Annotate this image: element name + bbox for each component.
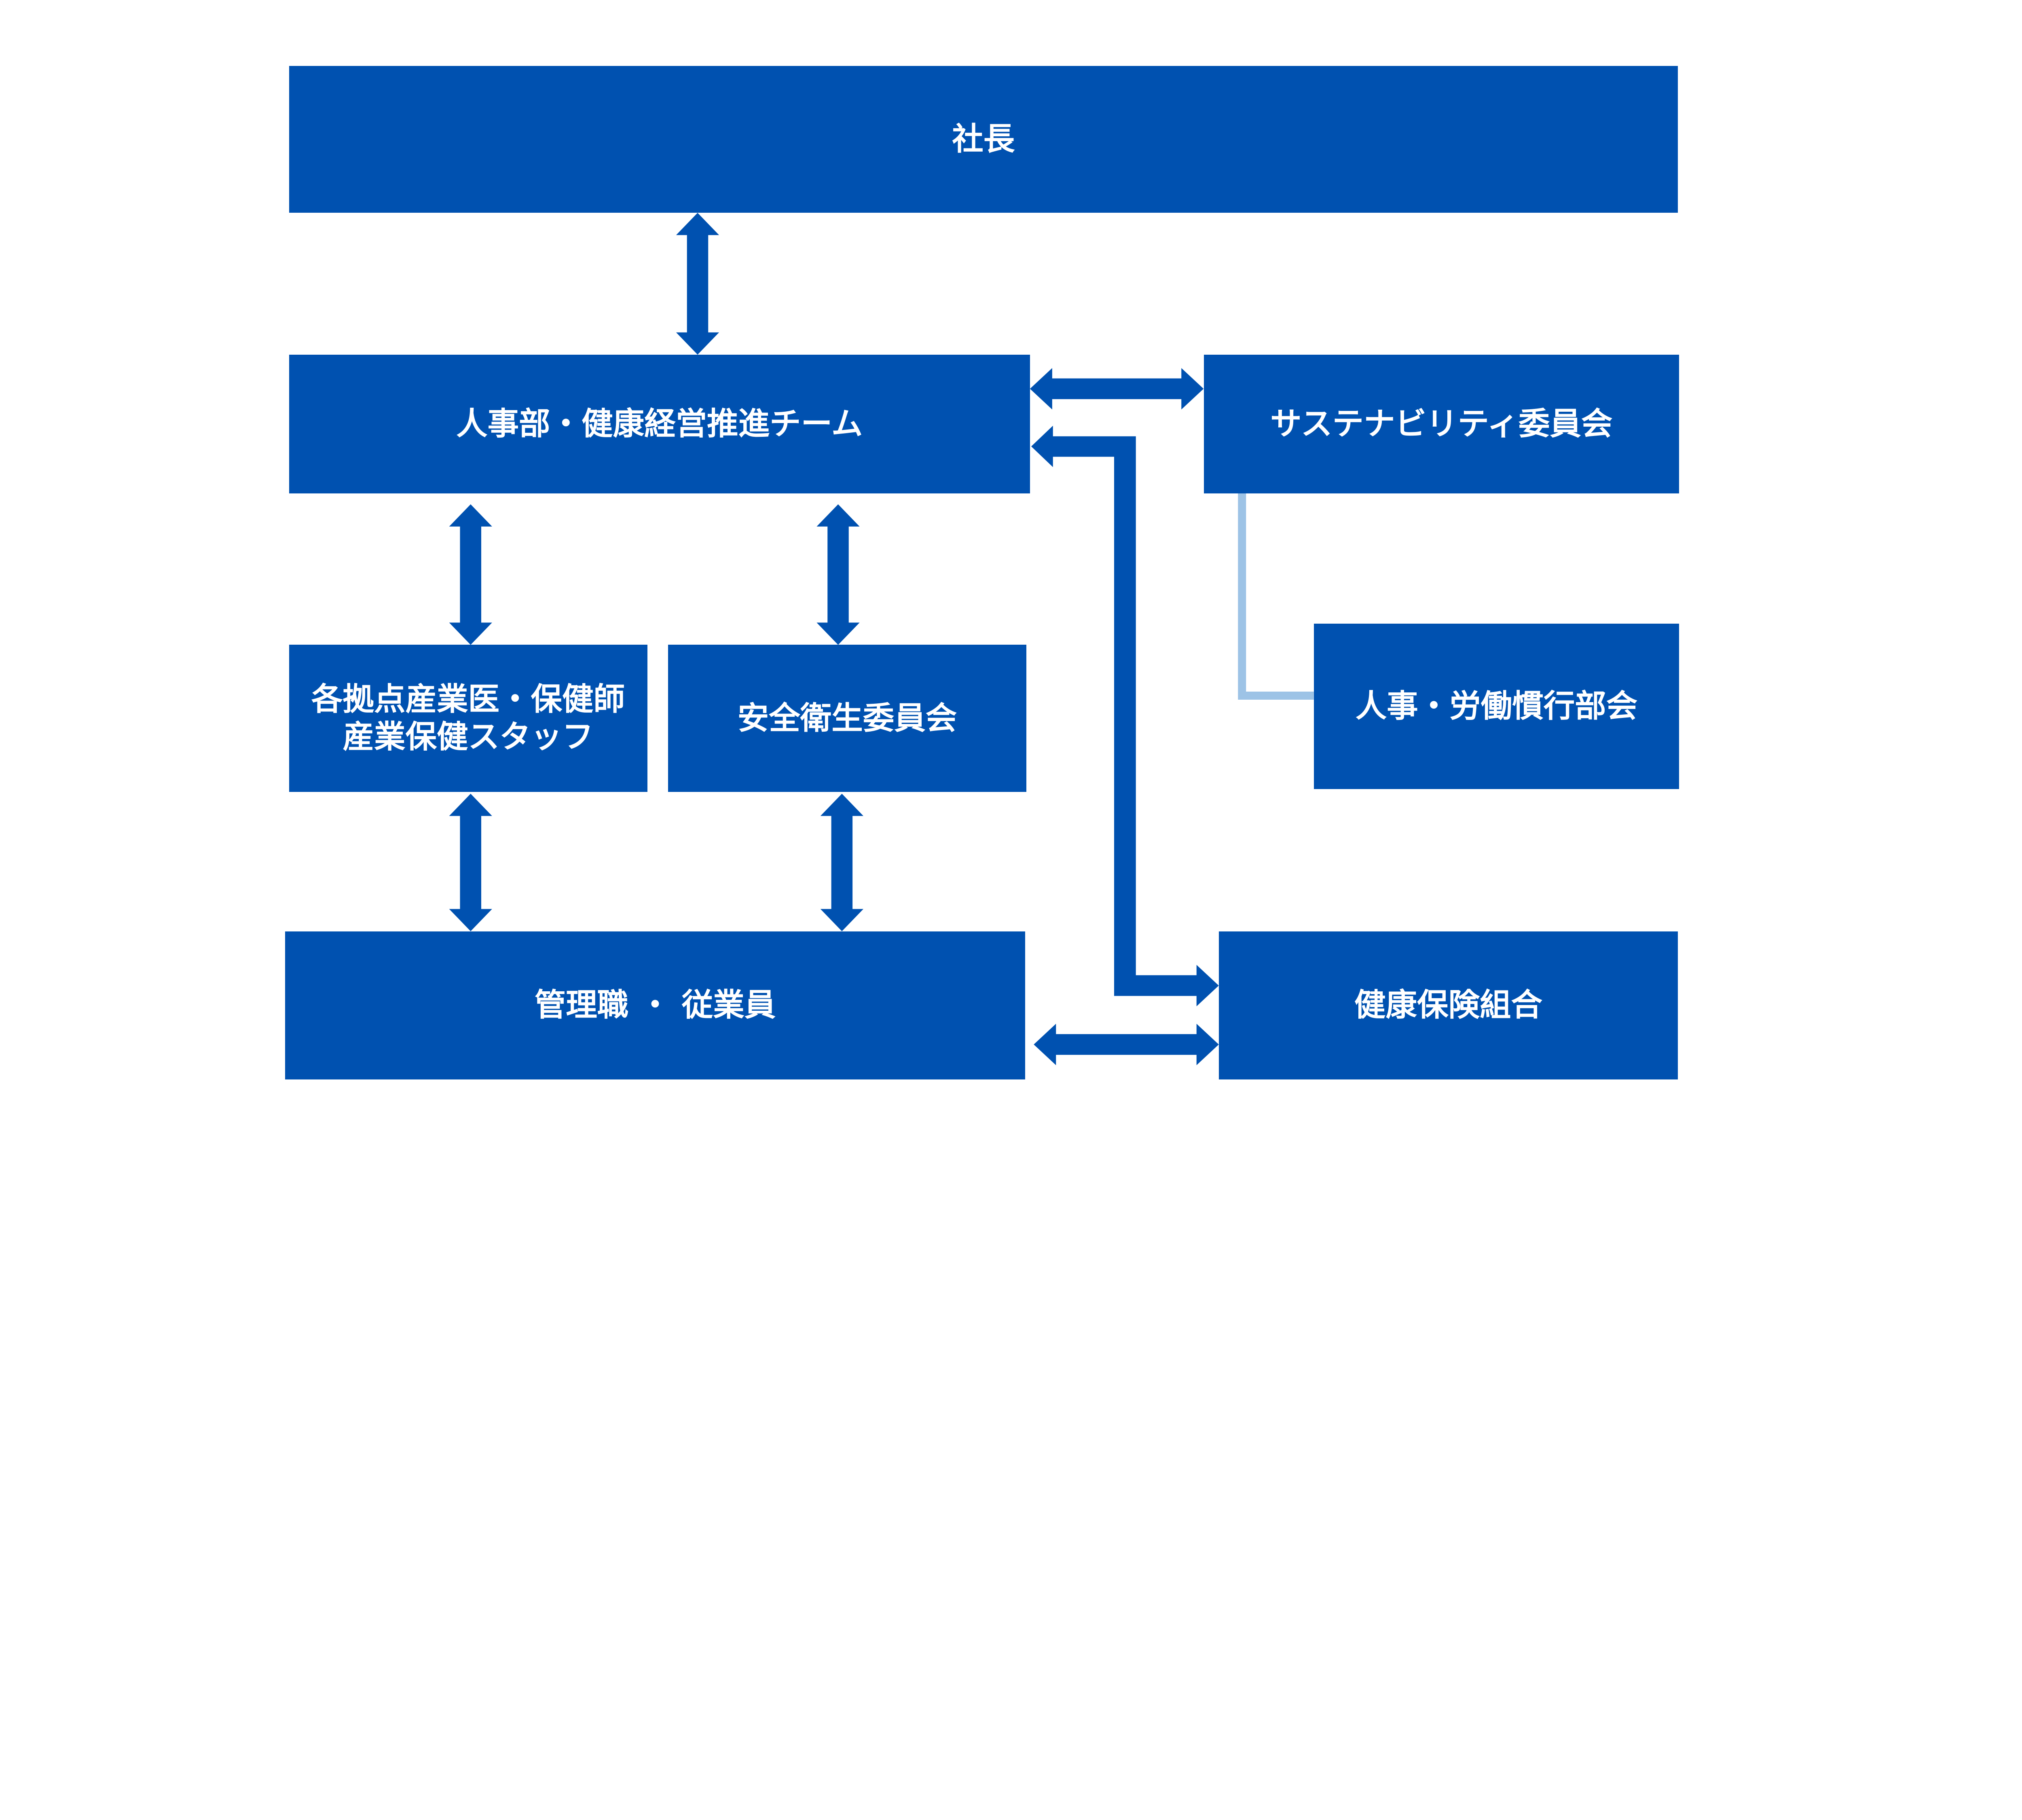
node-president: 社長: [289, 66, 1678, 213]
node-label: 安全衛生委員会: [737, 700, 957, 736]
arrow-employees-health-insurance: [1034, 1024, 1219, 1065]
node-safety-health-committee: 安全衛生委員会: [668, 645, 1026, 792]
arrow-hr-sustainability: [1030, 368, 1204, 410]
arrow-hr-safety: [816, 504, 860, 645]
arrow-president-hr: [676, 213, 719, 355]
node-label: 管理職 ・ 従業員: [534, 987, 776, 1024]
arrow-safety-employees: [820, 794, 863, 931]
node-label: 社長: [952, 121, 1015, 157]
node-label: 人事・労働慣行部会: [1355, 688, 1638, 725]
node-label: 人事部・健康経営推進チーム: [456, 405, 863, 442]
connector-sustainability-hr-labor: [1238, 493, 1314, 700]
node-managers-employees: 管理職 ・ 従業員: [285, 931, 1025, 1079]
connectors: [449, 213, 1314, 1065]
node-health-insurance-association: 健康保険組合: [1219, 931, 1678, 1079]
node-hr-health-management-team: 人事部・健康経営推進チーム: [289, 354, 1030, 493]
node-label: 健康保険組合: [1354, 987, 1542, 1024]
node-occupational-health-staff: 各拠点産業医・保健師 産業保健スタッフ: [289, 645, 647, 792]
arrow-hr-occupational-health: [449, 504, 492, 645]
org-diagram: 社長 人事部・健康経営推進チーム サステナビリティ委員会 人事・労働慣行部会 各…: [285, 66, 1679, 1079]
node-label: 各拠点産業医・保健師 産業保健スタッフ: [311, 681, 625, 756]
arrow-occupational-health-employees: [449, 794, 492, 931]
arrow-hr-health-insurance: [1031, 425, 1219, 1007]
node-label: サステナビリティ委員会: [1270, 405, 1613, 442]
node-hr-labor-subcommittee: 人事・労働慣行部会: [1314, 623, 1679, 789]
node-sustainability-committee: サステナビリティ委員会: [1203, 354, 1679, 493]
